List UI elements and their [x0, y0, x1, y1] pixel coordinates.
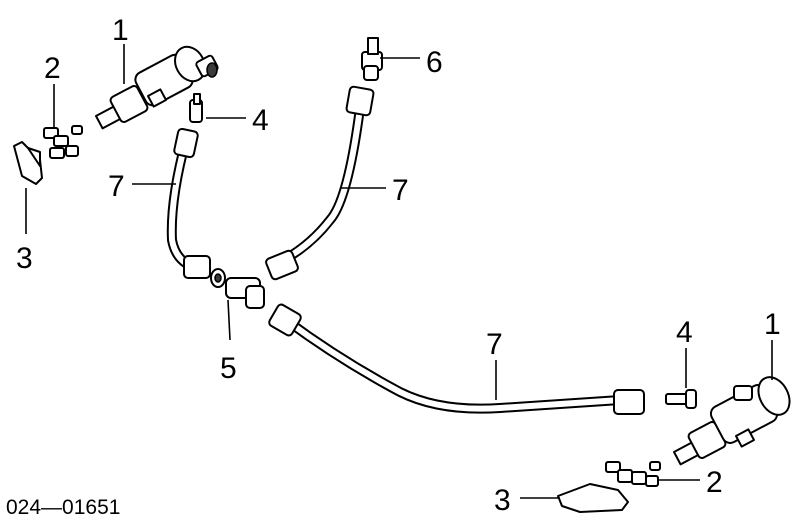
callout-1-top: 1 [112, 14, 129, 47]
drawing-code: 024—01651 [6, 496, 120, 519]
washer-nozzle-bottom-right [673, 376, 791, 466]
callout-4-right: 4 [676, 316, 693, 349]
hose-left [166, 127, 211, 279]
callout-4-top: 4 [252, 104, 269, 137]
clip-set-top [43, 125, 83, 159]
fitting-top [189, 93, 203, 123]
clip-set-bottom [605, 461, 661, 487]
hose-right [265, 85, 375, 281]
washer-nozzle-top-left [95, 45, 219, 130]
callout-7-lower: 7 [486, 328, 503, 361]
callout-3-bottom: 3 [494, 484, 511, 517]
callout-2-top: 2 [44, 52, 61, 85]
nozzle-cover-left [13, 141, 43, 185]
fitting-6 [361, 37, 383, 81]
hose-lower [268, 303, 645, 415]
callout-3-left: 3 [16, 242, 33, 275]
callout-2-bottom: 2 [706, 466, 723, 499]
callout-6: 6 [426, 46, 443, 79]
callout-7-left: 7 [108, 170, 125, 203]
callout-1-right: 1 [764, 308, 781, 341]
t-connector [210, 268, 265, 309]
fitting-right [665, 389, 697, 409]
leader-lines [25, 44, 773, 499]
callout-5: 5 [220, 352, 237, 385]
callout-7-right: 7 [392, 174, 409, 207]
nozzle-cover-bottom [557, 483, 629, 513]
